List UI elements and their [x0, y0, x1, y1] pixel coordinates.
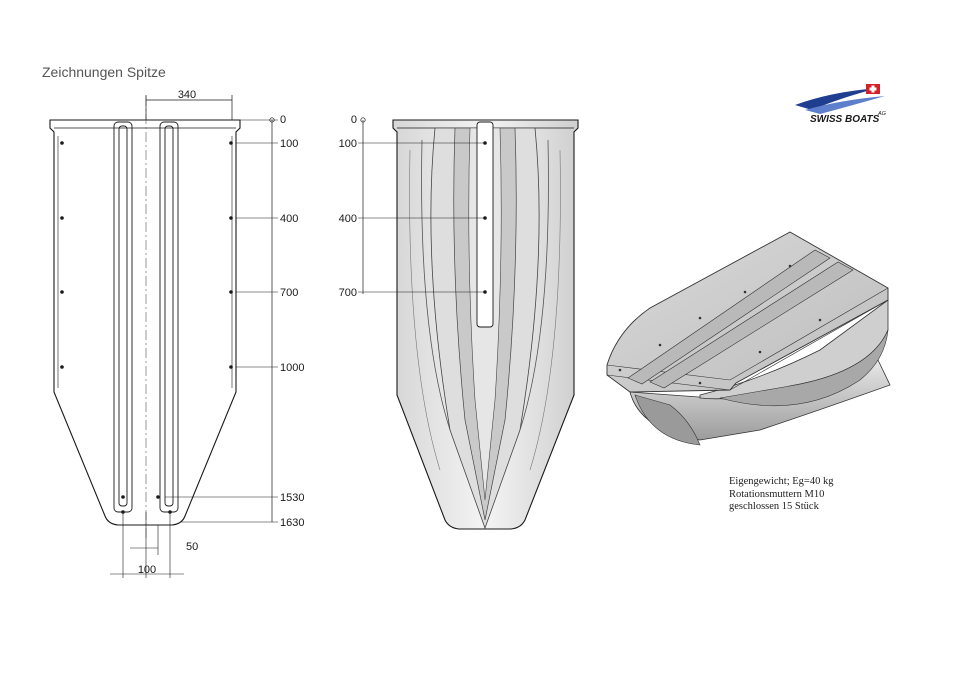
side-dim-400: 400: [339, 213, 357, 225]
note-nuts: Rotationsmuttern M10: [729, 488, 825, 500]
swiss-boats-logo: SWISS BOATS AG: [795, 84, 887, 125]
underside-dimension-labels: 0 100 400 700: [339, 114, 357, 299]
side-dim-700: 700: [339, 287, 357, 299]
note-weight: Eigengewicht; Eg=40 kg: [729, 476, 834, 487]
dim-700: 700: [280, 287, 298, 299]
top-view-outline: [49, 119, 241, 526]
logo-suffix: AG: [877, 111, 887, 117]
side-dim-100: 100: [339, 138, 357, 150]
top-view-bolt-holes: [60, 141, 233, 514]
dim-1530: 1530: [280, 492, 304, 504]
top-view-dimension-labels: 0 100 400 700 1000 1530 1630: [280, 114, 304, 529]
dimension-width-label: 340: [178, 89, 196, 101]
drawing-title: Zeichnungen Spitze: [42, 64, 166, 80]
side-dim-0: 0: [351, 114, 357, 126]
isometric-view: [606, 231, 891, 446]
weight-notes: Eigengewicht; Eg=40 kg Rotationsmuttern …: [729, 476, 833, 514]
top-view: 340 0 100 400 700 1000 1530 1630: [49, 89, 304, 578]
logo-text: SWISS BOATS: [810, 114, 880, 125]
underside-view: 0 100 400 700: [339, 114, 579, 530]
dim-gap-label: 50: [186, 541, 198, 553]
dim-100: 100: [280, 138, 298, 150]
dimension-width: [145, 95, 233, 120]
dim-400: 400: [280, 213, 298, 225]
dim-1630: 1630: [280, 517, 304, 529]
dim-spacing-label: 100: [138, 564, 156, 576]
dim-1000: 1000: [280, 362, 304, 374]
note-count: geschlossen 15 Stück: [729, 501, 819, 512]
dim-0: 0: [280, 114, 286, 126]
